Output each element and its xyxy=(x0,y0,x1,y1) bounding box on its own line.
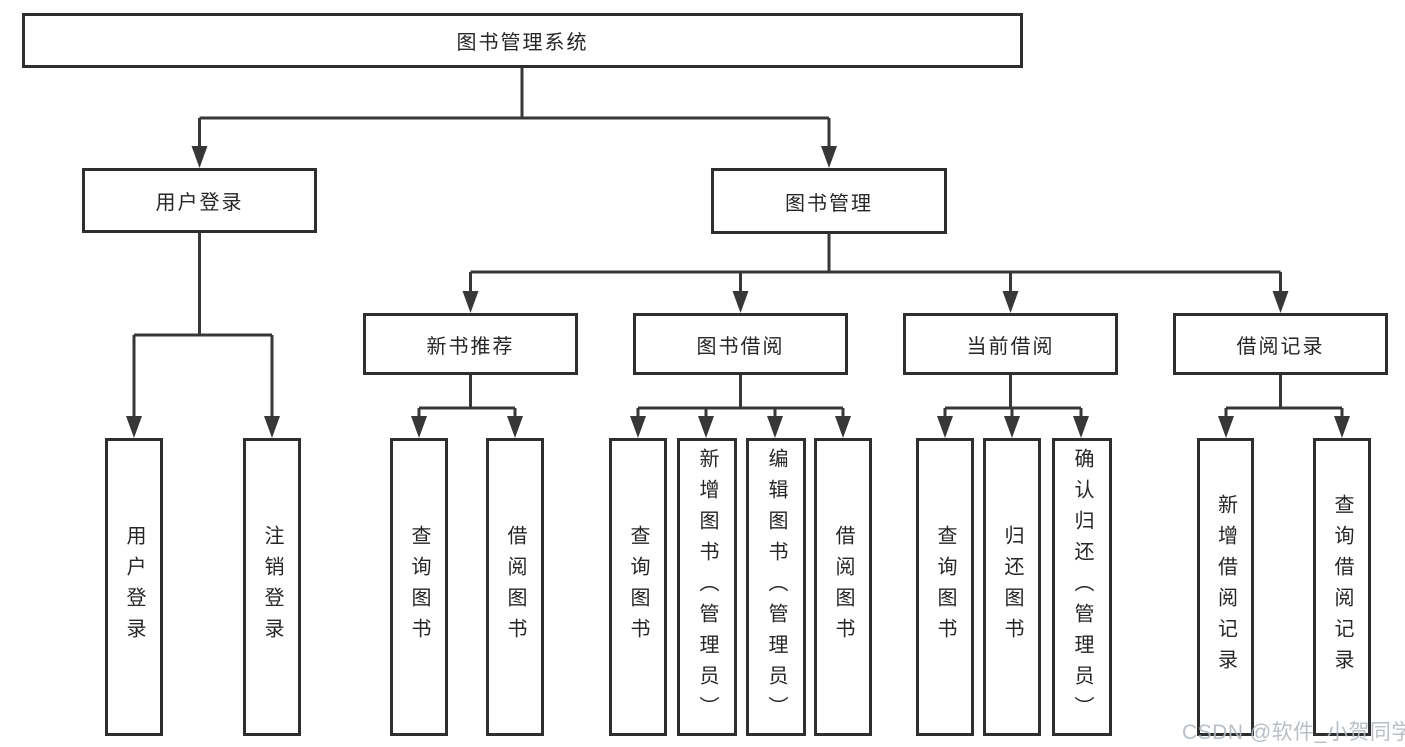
leaf-query-borrow-record-label: 查询借阅记录 xyxy=(1331,494,1353,680)
leaf-query-books-current-label: 查询图书 xyxy=(934,525,956,649)
leaf-return-books: 归还图书 xyxy=(983,438,1041,736)
leaf-confirm-return-admin: 确认归还（管理员） xyxy=(1052,438,1112,736)
csdn-watermark: CSDN @软件_小贺同学 xyxy=(1182,721,1405,744)
leaf-borrow-books: 借阅图书 xyxy=(814,438,872,736)
arrowhead-icons xyxy=(126,146,1350,438)
leaf-edit-book-admin-label: 编辑图书（管理员） xyxy=(765,447,787,727)
leaf-confirm-return-admin-label: 确认归还（管理员） xyxy=(1071,447,1093,727)
leaf-query-books-current: 查询图书 xyxy=(916,438,974,736)
connector-lines xyxy=(132,68,1344,421)
leaf-add-borrow-record: 新增借阅记录 xyxy=(1197,438,1254,736)
leaf-query-books-borrow-label: 查询图书 xyxy=(627,525,649,649)
leaf-user-login: 用户登录 xyxy=(105,438,163,736)
node-new-book-recommendation: 新书推荐 xyxy=(363,313,578,375)
leaf-query-books-recommend: 查询图书 xyxy=(390,438,448,736)
node-borrowing-records: 借阅记录 xyxy=(1173,313,1388,375)
leaf-add-book-admin: 新增图书（管理员） xyxy=(677,438,737,736)
leaf-user-login-label: 用户登录 xyxy=(123,525,145,649)
node-book-management: 图书管理 xyxy=(711,168,947,234)
leaf-query-books-borrow: 查询图书 xyxy=(609,438,667,736)
leaf-edit-book-admin: 编辑图书（管理员） xyxy=(746,438,806,736)
leaf-query-books-recommend-label: 查询图书 xyxy=(408,525,430,649)
leaf-borrow-books-recommend-label: 借阅图书 xyxy=(504,525,526,649)
leaf-add-book-admin-label: 新增图书（管理员） xyxy=(696,447,718,727)
leaf-return-books-label: 归还图书 xyxy=(1001,525,1023,649)
node-root: 图书管理系统 xyxy=(22,13,1023,68)
leaf-add-borrow-record-label: 新增借阅记录 xyxy=(1214,494,1237,680)
leaf-borrow-books-recommend: 借阅图书 xyxy=(486,438,544,736)
node-user-login: 用户登录 xyxy=(82,168,317,233)
leaf-logout-label: 注销登录 xyxy=(261,525,283,649)
leaf-query-borrow-record: 查询借阅记录 xyxy=(1313,438,1371,736)
node-book-borrowing: 图书借阅 xyxy=(633,313,848,375)
leaf-logout: 注销登录 xyxy=(243,438,301,736)
node-current-borrowing: 当前借阅 xyxy=(903,313,1118,375)
leaf-borrow-books-label: 借阅图书 xyxy=(832,525,854,649)
